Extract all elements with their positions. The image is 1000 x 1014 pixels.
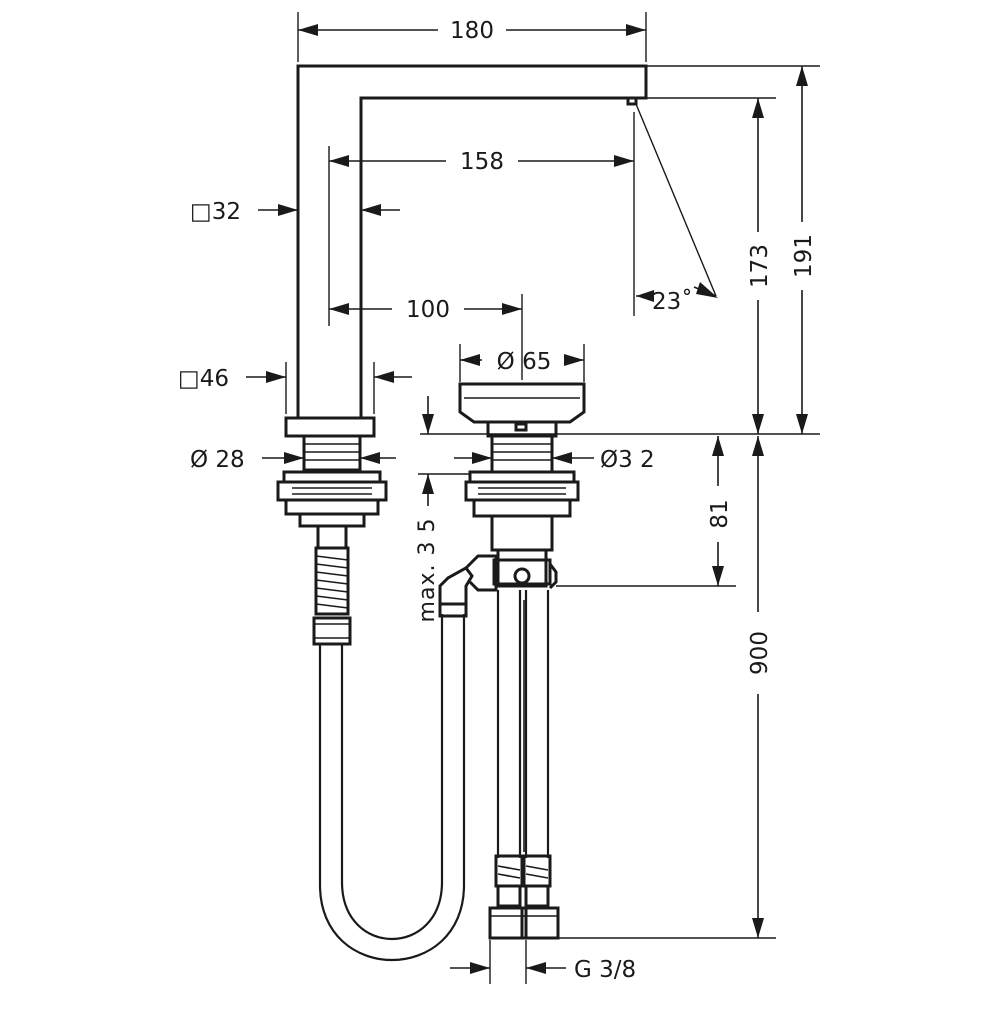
dim-label-191: 191 [791, 234, 817, 278]
dim-reach-100: 100 [329, 294, 523, 380]
dim-label-81: 81 [707, 499, 733, 528]
valve-handle [458, 382, 586, 438]
dim-width-180: 180 [297, 12, 647, 62]
supply-hoses [488, 590, 560, 940]
dim-dia-28: Ø 28 [190, 447, 396, 473]
dim-height-191: 191 [646, 65, 820, 434]
valve-body-assembly [464, 434, 580, 590]
dim-label-180: 180 [450, 18, 494, 44]
dim-depth-81: 81 [556, 436, 736, 587]
dim-max-35: max. 3 5 [415, 396, 470, 622]
dim-thread-g38: G 3/8 [450, 940, 636, 984]
dim-label-square-46: □46 [178, 366, 229, 392]
dim-label-900: 900 [747, 631, 773, 675]
dim-dia-65: Ø 65 [459, 344, 585, 382]
dim-label-dia-32: Ø3 2 [600, 447, 655, 473]
dim-angle-23: 23˚ [635, 103, 718, 315]
dim-label-100: 100 [406, 297, 450, 323]
flex-hose-spout [318, 554, 498, 961]
dim-label-158: 158 [460, 149, 504, 175]
dim-label-173: 173 [747, 244, 773, 288]
dim-label-max-35: max. 3 5 [415, 518, 440, 623]
dim-label-square-32: □32 [190, 199, 241, 225]
dim-label-dia-28: Ø 28 [190, 447, 245, 473]
dim-square-46: □46 [178, 362, 412, 414]
dim-label-angle-23: 23˚ [652, 288, 693, 315]
spout-body [284, 64, 648, 438]
dim-label-dia-65: Ø 65 [497, 349, 552, 375]
dim-height-173: 173 [420, 97, 820, 435]
dim-label-g38: G 3/8 [574, 957, 636, 983]
dim-reach-158: 158 [328, 112, 635, 326]
dim-hose-900: 900 [558, 436, 776, 939]
spout-mount-assembly [276, 434, 388, 646]
dim-dia-32: Ø3 2 [454, 447, 655, 473]
dim-square-32: □32 [190, 199, 400, 225]
